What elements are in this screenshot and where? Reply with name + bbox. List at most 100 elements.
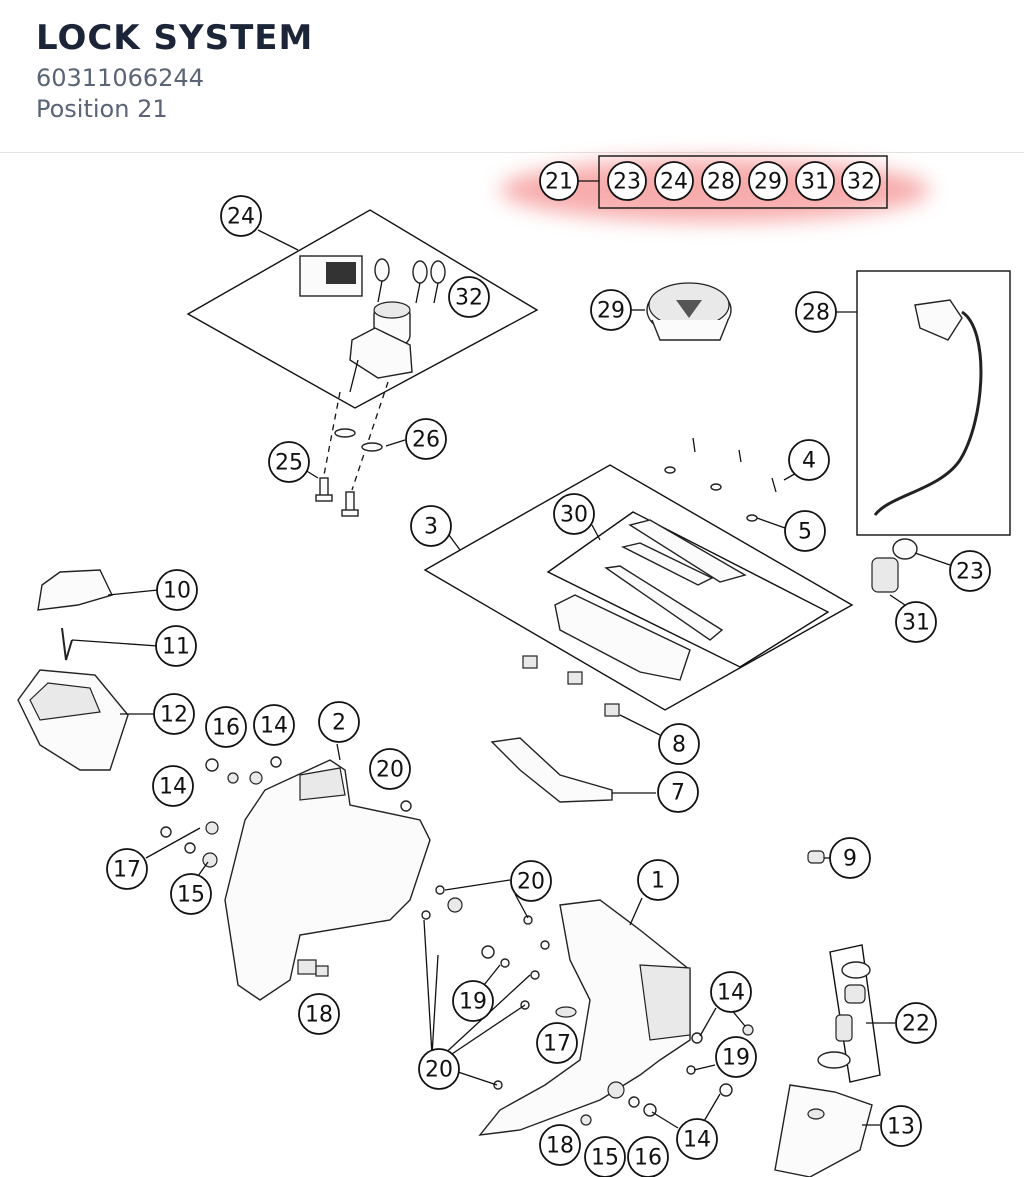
callout-number: 14 xyxy=(260,714,288,739)
callout-number: 20 xyxy=(517,870,545,895)
callout-23: 23 xyxy=(949,550,991,592)
callout-28: 28 xyxy=(795,291,837,333)
callout-number: 7 xyxy=(671,781,685,806)
callout-29: 29 xyxy=(590,289,632,331)
callout-number: 14 xyxy=(717,981,745,1006)
callout-number: 14 xyxy=(683,1128,711,1153)
callout-29-group: 29 xyxy=(748,161,788,201)
nuts-icon xyxy=(522,655,620,717)
key-card-icon xyxy=(299,255,363,297)
cable-28-frame xyxy=(856,270,1011,536)
callout-number: 29 xyxy=(754,170,782,195)
callout-14-2: 14 xyxy=(152,765,194,807)
kit-3-frame xyxy=(423,464,854,711)
tank-lock-icon xyxy=(871,538,918,593)
callout-28-group: 28 xyxy=(701,161,741,201)
highlight-group-box xyxy=(598,155,888,209)
callout-number: 20 xyxy=(376,758,404,783)
callout-2: 2 xyxy=(318,701,360,743)
callout-number: 14 xyxy=(159,775,187,800)
filler-cap-icon xyxy=(817,961,871,1069)
callout-15: 15 xyxy=(170,873,212,915)
callout-15-2: 15 xyxy=(584,1136,626,1177)
callout-32: 32 xyxy=(448,276,490,318)
callout-number: 5 xyxy=(798,520,812,545)
callout-24-group: 24 xyxy=(654,161,694,201)
callout-number: 17 xyxy=(113,858,141,883)
callout-19-2: 19 xyxy=(715,1036,757,1078)
callout-24: 24 xyxy=(220,195,262,237)
callout-number: 25 xyxy=(275,451,303,476)
callout-1: 1 xyxy=(637,859,679,901)
keys-icon xyxy=(374,258,446,304)
bracket-frame-2-icon xyxy=(224,759,431,1001)
spring-clip-icon xyxy=(61,627,73,661)
bracket-frame-1-icon xyxy=(478,899,691,1136)
header: LOCK SYSTEM 60311066244 Position 21 xyxy=(0,0,1024,153)
callout-14-4: 14 xyxy=(676,1118,718,1160)
callout-number: 28 xyxy=(707,170,735,195)
callout-number: 11 xyxy=(162,635,190,660)
callout-number: 13 xyxy=(887,1115,915,1140)
callout-number: 24 xyxy=(227,205,255,230)
callout-18-2: 18 xyxy=(539,1124,581,1166)
grommet-icon xyxy=(807,850,825,864)
callout-5: 5 xyxy=(784,510,826,552)
callout-number: 18 xyxy=(305,1003,333,1028)
callout-4: 4 xyxy=(788,439,830,481)
page-title: LOCK SYSTEM xyxy=(36,18,314,58)
callout-number: 19 xyxy=(459,990,487,1015)
callout-16-2: 16 xyxy=(627,1136,669,1177)
callout-number: 28 xyxy=(802,301,830,326)
callout-number: 20 xyxy=(425,1058,453,1083)
callout-31: 31 xyxy=(895,601,937,643)
callout-17: 17 xyxy=(106,848,148,890)
callout-16: 16 xyxy=(205,706,247,748)
callout-14-3: 14 xyxy=(710,971,752,1013)
callout-number: 31 xyxy=(902,611,930,636)
callout-number: 19 xyxy=(722,1046,750,1071)
callout-number: 8 xyxy=(672,733,686,758)
callout-26: 26 xyxy=(405,418,447,460)
callout-13: 13 xyxy=(880,1105,922,1147)
callout-number: 15 xyxy=(177,883,205,908)
callout-number: 1 xyxy=(651,869,665,894)
fuel-cap-icon xyxy=(646,282,732,341)
callout-22: 22 xyxy=(895,1002,937,1044)
callout-number: 16 xyxy=(212,716,240,741)
release-cable-icon xyxy=(873,299,983,516)
callout-30: 30 xyxy=(553,493,595,535)
callout-number: 30 xyxy=(560,503,588,528)
callout-14: 14 xyxy=(253,704,295,746)
ignition-lock-icon xyxy=(349,301,413,393)
kit-30-frame xyxy=(546,511,830,668)
callout-number: 10 xyxy=(163,579,191,604)
callout-11: 11 xyxy=(155,625,197,667)
callout-number: 26 xyxy=(412,428,440,453)
gasket-icon xyxy=(554,519,747,681)
callout-20-2: 20 xyxy=(510,860,552,902)
cover-icon xyxy=(37,569,113,611)
bracket-icon xyxy=(490,737,613,803)
callout-number: 3 xyxy=(424,515,438,540)
callout-23-group: 23 xyxy=(607,161,647,201)
callout-10: 10 xyxy=(156,569,198,611)
fasteners-right-icon xyxy=(421,885,754,1126)
position-label: Position 21 xyxy=(36,95,168,123)
callout-number: 4 xyxy=(802,449,816,474)
callout-number: 9 xyxy=(843,847,857,872)
callout-number: 23 xyxy=(613,170,641,195)
callout-number: 22 xyxy=(902,1012,930,1037)
callout-number: 2 xyxy=(332,711,346,736)
callout-number: 32 xyxy=(847,170,875,195)
callout-12: 12 xyxy=(153,693,195,735)
callout-number: 15 xyxy=(591,1146,619,1171)
callout-number: 16 xyxy=(634,1146,662,1171)
callout-32-group: 32 xyxy=(841,161,881,201)
callout-25: 25 xyxy=(268,441,310,483)
callout-8: 8 xyxy=(658,723,700,765)
callout-number: 17 xyxy=(543,1032,571,1057)
callout-31-group: 31 xyxy=(795,161,835,201)
